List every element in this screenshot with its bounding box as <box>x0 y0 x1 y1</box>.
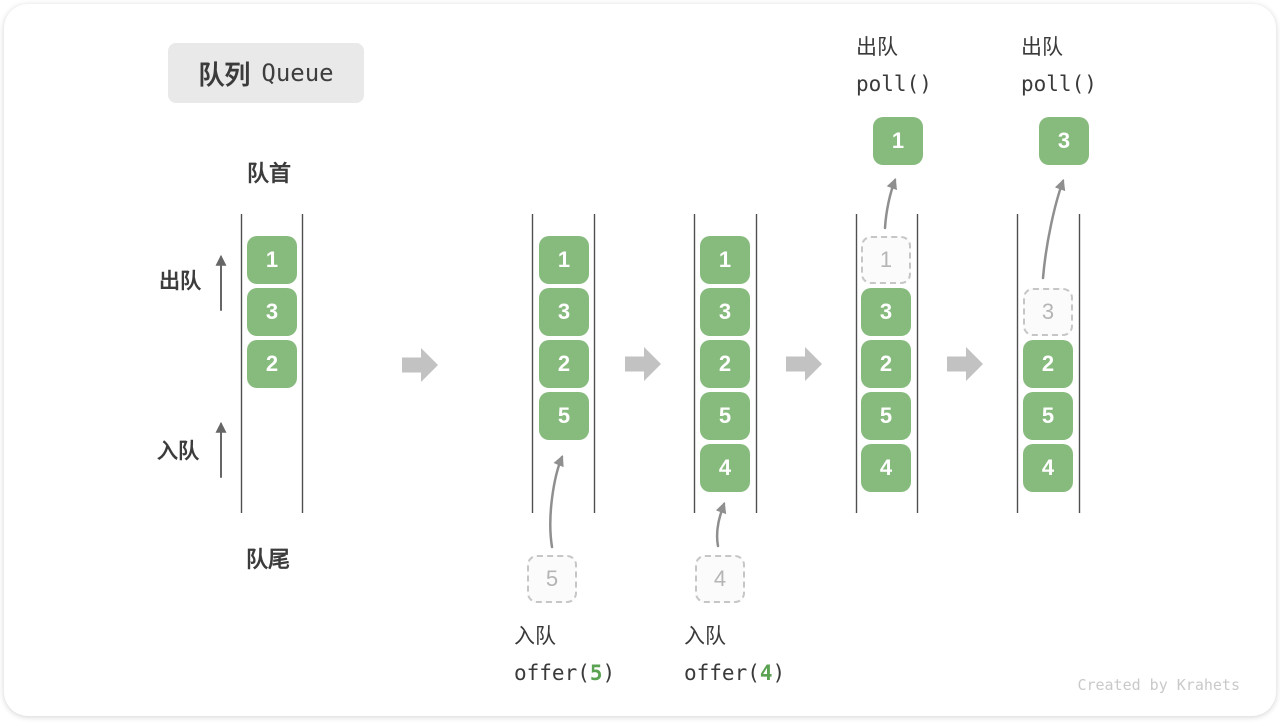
step-arrow-icon <box>625 347 661 381</box>
queue-cell: 5 <box>700 392 750 440</box>
queue-cell: 5 <box>539 392 589 440</box>
step-arrow-icon <box>786 347 822 381</box>
op-arg: 4 <box>760 661 773 685</box>
op-call: poll() <box>856 66 932 103</box>
popped-cell: 3 <box>1039 117 1089 165</box>
op-name: 入队 <box>684 618 785 655</box>
title-badge: 队列 Queue <box>168 43 364 103</box>
queue-cell: 3 <box>861 288 911 336</box>
queue-cell: 5 <box>861 392 911 440</box>
queue-cell: 2 <box>861 340 911 388</box>
diagram-card: 队列 Queue 队首 队尾 出队 入队 <box>4 4 1276 716</box>
incoming-ghost-cell: 5 <box>527 555 577 603</box>
poll-op-label: 出队 poll() <box>856 29 932 103</box>
queue-cell: 1 <box>700 236 750 284</box>
poll-arrow-icon <box>885 180 895 228</box>
queue-cell: 3 <box>539 288 589 336</box>
enqueue-arrow-icon <box>550 457 562 547</box>
queue-rear-label: 队尾 <box>246 542 290 574</box>
watermark: Created by Krahets <box>1077 676 1240 694</box>
queue-cell: 3 <box>247 288 297 336</box>
incoming-ghost-cell: 4 <box>695 555 745 603</box>
popped-cell: 1 <box>873 117 923 165</box>
queue-cell: 1 <box>539 236 589 284</box>
queue-cell: 5 <box>1023 392 1073 440</box>
enqueue-arrow-icon <box>717 504 724 546</box>
dequeue-side-label: 出队 <box>159 265 201 295</box>
queue-cell: 2 <box>700 340 750 388</box>
queue-cell: 3 <box>700 288 750 336</box>
enqueue-op-label: 入队 offer(4) <box>684 618 785 692</box>
queue-cell: 4 <box>1023 444 1073 492</box>
title-en: Queue <box>261 59 333 87</box>
queue-cell: 2 <box>1023 340 1073 388</box>
polled-ghost-cell: 3 <box>1023 288 1073 336</box>
enqueue-op-label: 入队 offer(5) <box>514 618 615 692</box>
polled-ghost-cell: 1 <box>861 236 911 284</box>
queue-cell: 2 <box>247 340 297 388</box>
op-name: 入队 <box>514 618 615 655</box>
step-arrow-icon <box>402 348 438 382</box>
step-arrow-icon <box>947 347 983 381</box>
poll-op-label: 出队 poll() <box>1021 29 1097 103</box>
op-call: poll() <box>1021 66 1097 103</box>
op-name: 出队 <box>1021 29 1097 66</box>
op-arg: 5 <box>590 661 603 685</box>
queue-cell: 4 <box>700 444 750 492</box>
queue-cell: 1 <box>247 236 297 284</box>
poll-arrow-icon <box>1043 181 1063 278</box>
op-call: offer(4) <box>684 655 785 692</box>
title-cn: 队列 <box>198 55 250 92</box>
queue-front-label: 队首 <box>247 156 291 188</box>
enqueue-side-label: 入队 <box>157 435 199 465</box>
queue-cell: 2 <box>539 340 589 388</box>
diagram-overlay <box>4 4 1280 724</box>
op-name: 出队 <box>856 29 932 66</box>
op-call: offer(5) <box>514 655 615 692</box>
queue-cell: 4 <box>861 444 911 492</box>
